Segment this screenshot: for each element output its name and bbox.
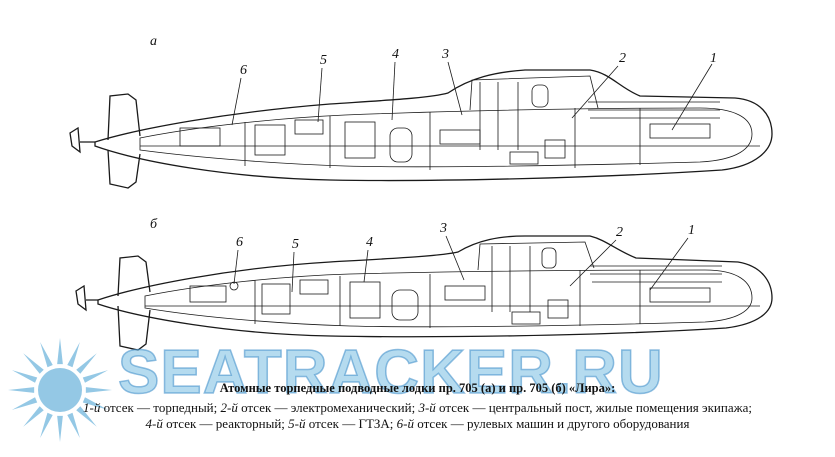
submarine-view-a: а (69, 34, 773, 189)
view-b-label: б (150, 217, 158, 232)
legend-line1-desc-0: отсек — торпедный; (100, 400, 221, 415)
equipment-b (145, 246, 760, 325)
legend-line2-desc-1: отсек — ГТЗА; (305, 416, 397, 431)
compartment-3-label-a: 3 (441, 47, 449, 62)
view-a-label: а (150, 34, 157, 49)
submarine-view-b: б (75, 217, 773, 351)
callout-lines-a (231, 61, 713, 131)
equipment-a (140, 82, 760, 165)
sun-ray (40, 412, 53, 439)
compartment-4-label-b: 4 (366, 235, 373, 250)
hull-outline-b (97, 235, 773, 338)
sun-ray (82, 397, 109, 410)
watermark-sun-icon (8, 338, 112, 442)
callout-lines-b (233, 235, 689, 293)
compartment-5-label-a: 5 (320, 53, 327, 68)
sun-ray (67, 412, 80, 439)
sun-ray (76, 353, 97, 374)
sail-b (477, 241, 595, 271)
propeller-a (69, 126, 95, 154)
sun-ray (8, 387, 35, 393)
sun-ray (85, 387, 112, 393)
propeller-b (75, 284, 98, 312)
sail-a (469, 75, 599, 111)
compartment-6-label-a: 6 (240, 63, 247, 78)
legend-line1-num-2: 3-й (418, 400, 436, 415)
legend-line2-num-2: 6-й (396, 416, 415, 431)
watermark-text: SEATRACKER.RU (117, 338, 664, 407)
caption-line-1: 1-й отсек — торпедный; 2-й отсек — элект… (0, 400, 835, 416)
sun-ray (82, 370, 109, 383)
sun-ray (76, 406, 97, 427)
compartment-2-label-a: 2 (619, 51, 626, 66)
legend-line1-num-0: 1-й (83, 400, 101, 415)
legend-line1-desc-2: отсек — центральный пост, жилые помещени… (435, 400, 752, 415)
caption-title: Атомные торпедные подводные лодки пр. 70… (219, 381, 616, 395)
upper-rudder-b (117, 255, 151, 297)
compartment-2-label-b: 2 (616, 225, 623, 240)
compartment-5-label-b: 5 (292, 237, 299, 252)
sun-ray (23, 406, 44, 427)
bulkheads-b (254, 270, 641, 328)
legend-line1-num-1: 2-й (220, 400, 238, 415)
compartment-3-label-b: 3 (439, 221, 447, 236)
sun-ray (67, 341, 80, 368)
legend-line2-num-0: 4-й (145, 416, 163, 431)
compartment-4-label-a: 4 (392, 47, 399, 62)
legend-line2-desc-0: отсек — реакторный; (162, 416, 289, 431)
legend-line2-desc-2: отсек — рулевых машин и другого оборудов… (414, 416, 690, 431)
sun-ray (11, 370, 38, 383)
hull-outline-a (94, 69, 773, 182)
sun-ray (11, 397, 38, 410)
bulkheads-a (244, 108, 641, 170)
sun-ray (57, 338, 63, 365)
lower-rudder-a (107, 149, 141, 189)
sun-ray (40, 341, 53, 368)
sun-ray (23, 353, 44, 374)
lower-rudder-b (117, 305, 151, 351)
legend-line1-desc-1: отсек — электромеханический; (237, 400, 419, 415)
upper-rudder-a (107, 93, 141, 141)
caption-line-2: 4-й отсек — реакторный; 5-й отсек — ГТЗА… (0, 416, 835, 432)
compartment-1-label-a: 1 (710, 51, 717, 66)
legend-line2-num-1: 5-й (288, 416, 306, 431)
pressure-hull-b (144, 269, 753, 328)
pressure-hull-a (139, 107, 753, 168)
compartment-1-label-b: 1 (688, 223, 695, 238)
sun-ray (57, 415, 63, 442)
compartment-6-label-b: 6 (236, 235, 243, 250)
